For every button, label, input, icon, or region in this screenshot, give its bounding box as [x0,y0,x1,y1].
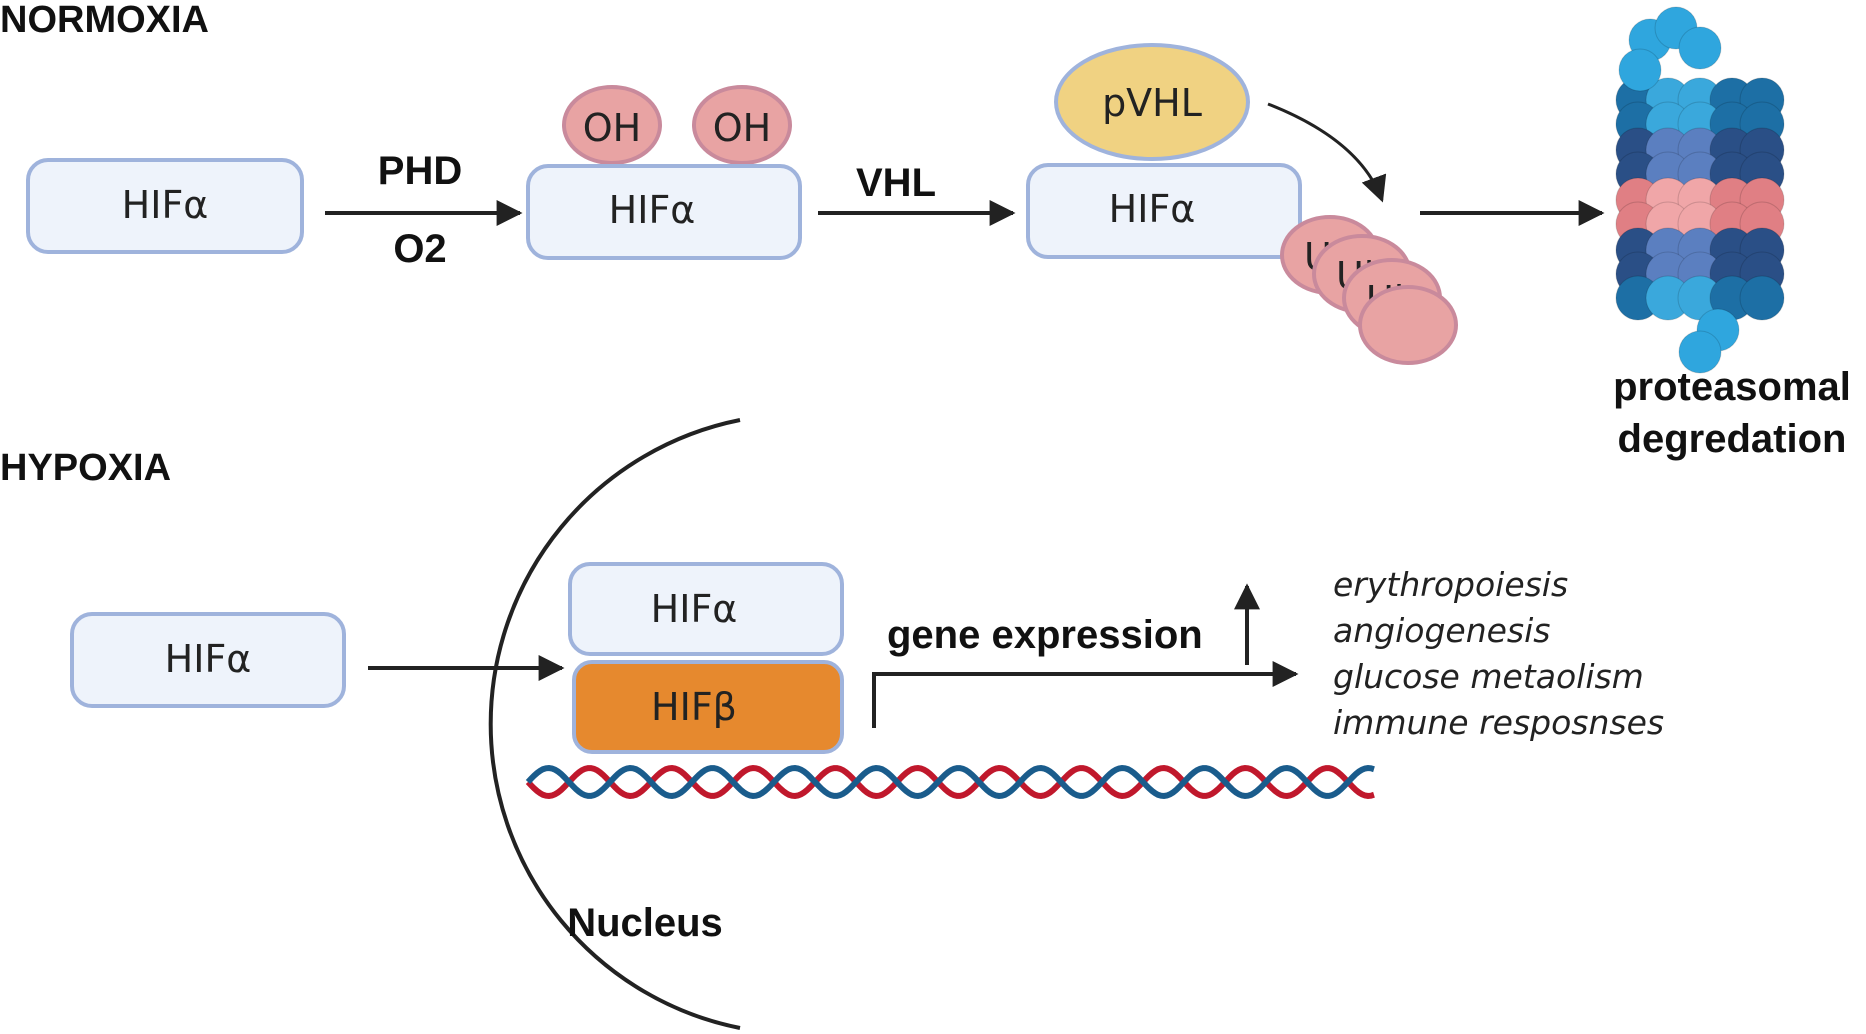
normoxia-title: NORMOXIA [0,0,209,41]
proteasome-cap-sphere [1618,48,1662,92]
hif-beta-box [572,660,844,754]
hif-dimer: HIFα HIFβ [568,562,844,754]
dna-helix [525,764,1375,800]
vhl-arrow: VHL [818,161,1016,226]
outcome-angiogenesis: angiogenesis [1333,611,1550,650]
hif-alpha-label-2: HIFα [609,188,696,232]
proteasome-cap-sphere [1678,330,1722,374]
nucleus-envelope [488,418,741,1030]
phd-arrow: PHD O2 [325,149,523,271]
proteasome-label-2: degredation [1618,417,1847,461]
gene-expression-label: gene expression [887,613,1203,657]
proteasome-cap-sphere [1678,26,1722,70]
proteasome-label-1: proteasomal [1613,365,1851,409]
oh-label-1: OH [583,106,641,150]
pvhl-ellipse [1054,43,1250,161]
hif-alpha-box-1: HIFα [26,158,304,254]
transcription-arrow [872,661,1299,728]
hif-alpha-label-3: HIFα [1109,187,1196,231]
hif-alpha-nuclear-label: HIFα [651,587,738,631]
hif-alpha-label-1: HIFα [122,183,209,227]
nucleus-label: Nucleus [567,901,723,945]
ubiquitin-4 [1358,285,1458,365]
proteasome-icon [1615,6,1785,374]
dna-strand-blue [525,764,1375,800]
outcome-immune-responses: immune resposnses [1333,703,1664,742]
hydroxyl-group-1: OH [562,85,662,165]
ubiquitin-chain: Ub Ub Ub [1280,215,1458,365]
outcome-erythropoiesis: erythropoiesis [1333,565,1568,604]
proteasome-subunit [1739,275,1785,321]
hif-alpha-cytoplasm-label: HIFα [165,637,252,681]
hif-alpha-box-2: HIFα [526,164,802,260]
pvhl-complex: pVHL HIFα [1026,43,1302,259]
pvhl-label: pVHL [1102,81,1202,125]
vhl-label: VHL [856,161,936,205]
hif-alpha-cytoplasm-box: HIFα [70,612,346,708]
curved-arrow [1267,102,1387,203]
hypoxia-title: HYPOXIA [0,447,171,489]
hif-beta-label: HIFβ [651,685,737,729]
hydroxyl-group-2: OH [692,85,792,165]
outcome-glucose-metabolism: glucose metaolism [1333,657,1644,696]
o2-label: O2 [393,227,446,271]
oh-label-2: OH [713,106,771,150]
phd-label: PHD [378,149,462,193]
dna-strand-red [525,764,1375,800]
